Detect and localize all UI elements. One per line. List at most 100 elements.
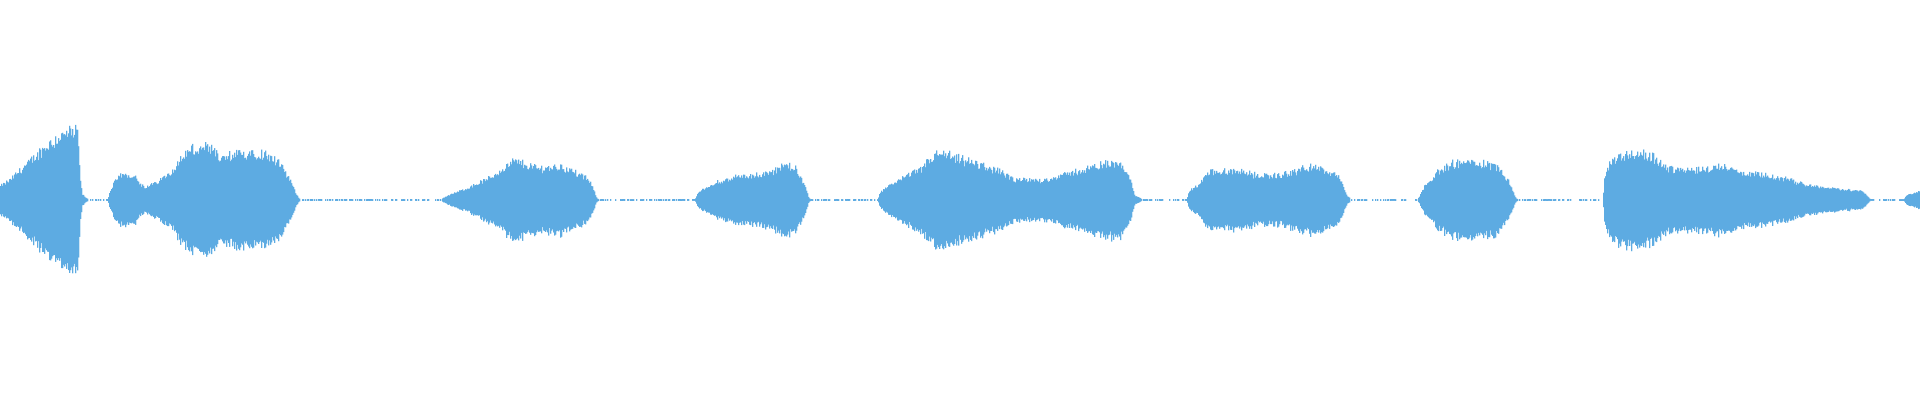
waveform-column	[61, 133, 63, 269]
waveform-column	[1641, 154, 1643, 246]
waveform-column	[1067, 172, 1069, 228]
waveform-column	[925, 167, 927, 232]
waveform-column	[842, 199, 844, 201]
waveform-column	[1815, 186, 1817, 213]
waveform-column	[716, 183, 718, 218]
waveform-column	[1466, 162, 1468, 238]
waveform-column	[1854, 190, 1856, 210]
waveform-column	[960, 161, 962, 240]
waveform-column	[898, 179, 900, 221]
waveform-column	[702, 188, 704, 212]
waveform-column	[1777, 176, 1779, 224]
waveform-column	[250, 155, 252, 245]
waveform-column	[859, 199, 861, 201]
waveform-column	[1514, 195, 1516, 205]
waveform-column	[216, 150, 218, 248]
waveform-column	[1324, 173, 1326, 226]
waveform-column	[0, 186, 2, 215]
waveform-column	[669, 199, 671, 201]
waveform-column	[1511, 187, 1513, 213]
waveform-column	[1126, 172, 1128, 228]
waveform-column	[1905, 196, 1907, 203]
waveform-column	[538, 167, 540, 232]
waveform-column	[605, 199, 607, 201]
waveform-column	[473, 184, 475, 216]
waveform-column	[504, 170, 506, 230]
waveform-column	[1045, 179, 1047, 220]
waveform-column	[719, 182, 721, 219]
waveform-column	[168, 173, 170, 227]
waveform-column	[797, 174, 799, 227]
waveform-column	[1690, 170, 1692, 230]
waveform-column	[296, 194, 298, 206]
waveform-column	[835, 199, 837, 201]
waveform-column	[31, 156, 33, 242]
waveform-column	[481, 180, 483, 220]
waveform-column	[135, 175, 137, 225]
waveform-column	[1738, 172, 1740, 227]
waveform-column	[428, 199, 430, 201]
waveform-column	[119, 176, 121, 224]
waveform-column	[1438, 170, 1440, 232]
waveform-column	[1816, 185, 1818, 215]
waveform-column	[956, 154, 958, 246]
waveform-column	[1465, 163, 1467, 238]
waveform-column	[1764, 177, 1766, 225]
waveform-column	[1524, 199, 1526, 201]
waveform-column	[1802, 183, 1804, 217]
waveform-column	[1323, 169, 1325, 232]
waveform-column	[607, 199, 609, 201]
waveform-column	[1276, 178, 1278, 222]
waveform-column	[1178, 199, 1180, 201]
waveform-column	[1449, 166, 1451, 234]
waveform-column	[1277, 174, 1279, 228]
waveform-column	[1853, 190, 1855, 209]
waveform-column	[452, 193, 454, 207]
waveform-column	[1421, 192, 1423, 209]
waveform-column	[191, 145, 193, 252]
waveform-column	[1251, 173, 1253, 230]
waveform-column	[1293, 171, 1295, 227]
waveform-column	[1093, 166, 1095, 235]
waveform-column	[1091, 167, 1093, 231]
waveform-column	[1402, 199, 1404, 201]
waveform-column	[512, 158, 514, 241]
waveform-column	[1309, 166, 1311, 234]
waveform-column	[1586, 199, 1588, 201]
waveform-column	[586, 180, 588, 221]
waveform-column	[1823, 187, 1825, 212]
waveform-column	[1387, 199, 1389, 201]
waveform-column	[1726, 169, 1728, 231]
waveform-column	[1076, 173, 1078, 226]
waveform-column	[462, 189, 464, 211]
waveform-column	[870, 199, 872, 201]
waveform-column	[1077, 175, 1079, 225]
waveform-column	[1267, 174, 1269, 227]
waveform-column	[1912, 194, 1914, 207]
waveform-column	[111, 189, 113, 211]
waveform-column	[1810, 184, 1812, 216]
waveform-column	[1888, 199, 1890, 201]
waveform-column	[23, 167, 25, 234]
waveform-column	[1270, 175, 1272, 225]
waveform-column	[1457, 159, 1459, 241]
waveform-column	[295, 193, 297, 208]
waveform-column	[1859, 190, 1861, 209]
waveform-column	[1432, 180, 1434, 220]
waveform-column	[902, 176, 904, 224]
waveform-column	[144, 188, 146, 212]
waveform-column	[54, 147, 56, 255]
waveform-column	[1459, 160, 1461, 240]
waveform-column	[1643, 149, 1645, 248]
waveform-column	[714, 184, 716, 216]
waveform-column	[1063, 173, 1065, 228]
waveform-column	[415, 199, 417, 201]
waveform-column	[1351, 199, 1353, 201]
waveform-column	[964, 166, 966, 236]
waveform-column	[1075, 168, 1077, 231]
waveform-column	[47, 148, 49, 252]
waveform-column	[1383, 199, 1385, 201]
waveform-column	[1476, 165, 1478, 234]
waveform-column	[801, 177, 803, 222]
